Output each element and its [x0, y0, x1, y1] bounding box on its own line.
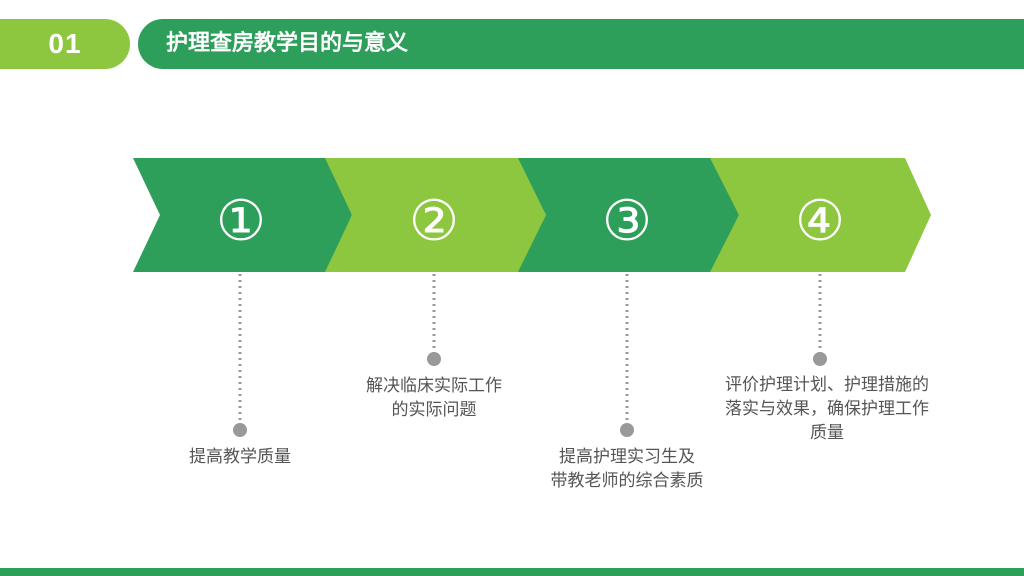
step-4-label-line: 质量 [810, 423, 844, 443]
section-number-badge: 01 [0, 19, 130, 69]
title-bar: 护理查房教学目的与意义 [138, 19, 1024, 69]
step-3-dot [620, 423, 634, 437]
step-2-label-line: 的实际问题 [391, 400, 477, 420]
step-2-dot [427, 352, 441, 366]
step-4-chevron [710, 158, 931, 272]
step-1-label-line: 提高教学质量 [189, 447, 291, 467]
step-4-dot [813, 352, 827, 366]
step-3-label-line: 带教老师的综合素质 [550, 471, 704, 491]
step-2-chevron [325, 158, 546, 272]
step-3-label-line: 提高护理实习生及 [559, 447, 695, 467]
step-3-chevron [518, 158, 739, 272]
step-2-number: ② [409, 189, 459, 254]
step-4-label-line: 落实与效果，确保护理工作 [725, 399, 929, 419]
step-4-label: 评价护理计划、护理措施的 落实与效果，确保护理工作 质量 [687, 373, 967, 445]
page-title: 护理查房教学目的与意义 [166, 31, 409, 56]
step-3-label: 提高护理实习生及 带教老师的综合素质 [507, 445, 747, 493]
step-1-dot [233, 423, 247, 437]
step-1-number: ① [216, 189, 266, 254]
section-number: 01 [48, 28, 82, 59]
step-1-label: 提高教学质量 [120, 445, 360, 469]
step-4-number: ④ [795, 189, 845, 254]
step-1-chevron [133, 158, 352, 272]
bottom-bar [0, 568, 1024, 576]
step-2-label: 解决临床实际工作 的实际问题 [314, 374, 554, 422]
step-3-number: ③ [602, 189, 652, 254]
step-4-label-line: 评价护理计划、护理措施的 [725, 375, 929, 395]
step-2-label-line: 解决临床实际工作 [366, 376, 502, 396]
